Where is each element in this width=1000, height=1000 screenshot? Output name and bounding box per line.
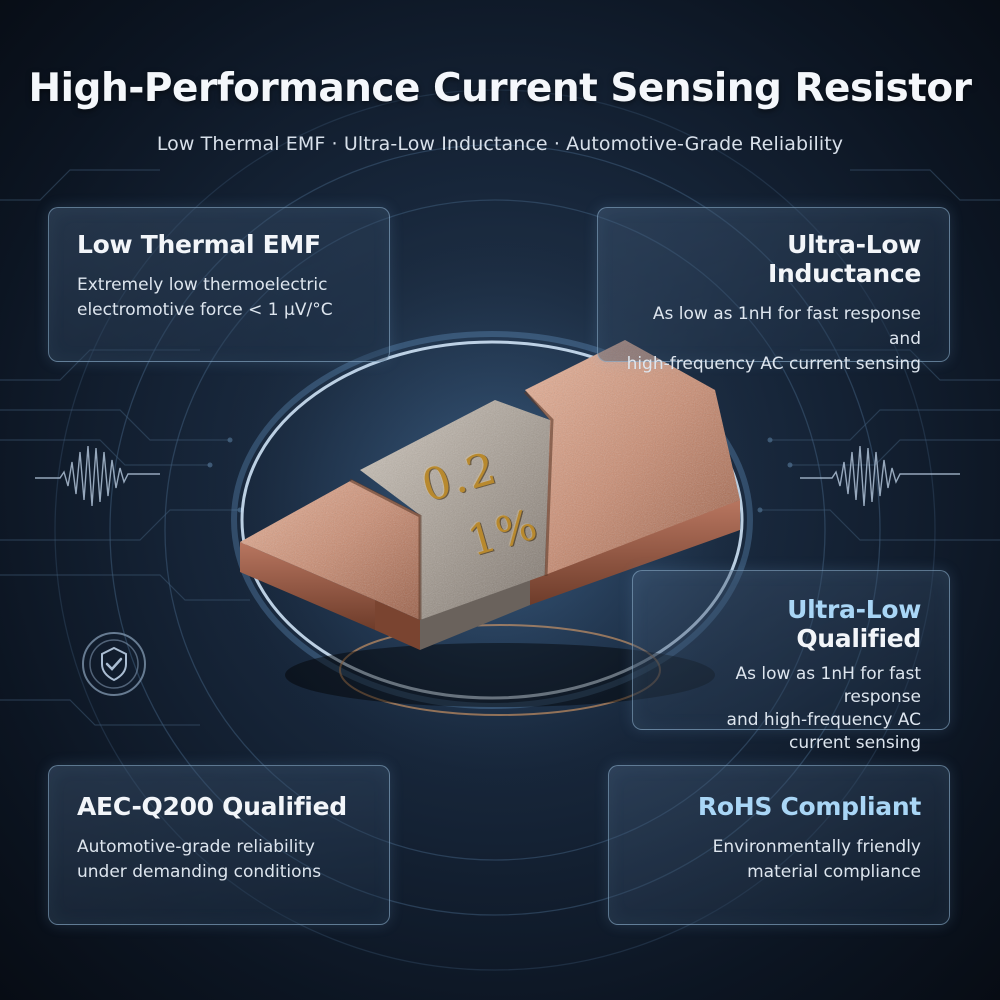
card-description: As low as 1nH for fast response and high… bbox=[661, 663, 921, 755]
feature-card-low-thermal-emf: Low Thermal EMF Extremely low thermoelec… bbox=[48, 207, 390, 362]
card-desc-line: As low as 1nH for fast response and bbox=[652, 304, 921, 349]
warm-glow-ring bbox=[339, 624, 661, 716]
card-desc-line: high-frequency AC current sensing bbox=[626, 354, 921, 374]
card-title: Low Thermal EMF bbox=[77, 230, 321, 259]
card-description: Environmentally friendly material compli… bbox=[637, 835, 921, 885]
card-desc-line: Environmentally friendly bbox=[712, 837, 921, 857]
card-description: As low as 1nH for fast response and high… bbox=[626, 302, 921, 377]
feature-card-rohs-compliant: RoHS Compliant Environmentally friendly … bbox=[608, 765, 950, 925]
waveform-icon bbox=[35, 445, 160, 507]
resistor-illustration: 0.2 1% bbox=[230, 330, 750, 730]
card-title-accent: Ultra-Low bbox=[787, 595, 921, 624]
feature-card-ultra-low-inductance: Ultra-Low Inductance As low as 1nH for f… bbox=[597, 207, 950, 374]
glow-ring-outer bbox=[231, 331, 753, 709]
card-desc-line: electromotive force < 1 μV/°C bbox=[77, 300, 333, 320]
card-description: Automotive-grade reliability under deman… bbox=[77, 835, 361, 885]
card-desc-line: As low as 1nH for fast response bbox=[735, 664, 921, 707]
feature-card-aec-q200: AEC-Q200 Qualified Automotive-grade reli… bbox=[48, 765, 390, 925]
card-desc-line: under demanding conditions bbox=[77, 862, 322, 882]
card-title-rest: Qualified bbox=[796, 624, 921, 653]
card-title: Ultra-Low Qualified bbox=[661, 595, 921, 653]
card-desc-line: material compliance bbox=[747, 862, 921, 882]
card-title: AEC-Q200 Qualified bbox=[77, 792, 347, 821]
resistor-graphic bbox=[240, 340, 740, 707]
card-title: Ultra-Low Inductance bbox=[767, 230, 921, 288]
check-shield-icon bbox=[82, 632, 146, 696]
concentric-rings bbox=[54, 89, 936, 971]
page-title: High-Performance Current Sensing Resisto… bbox=[28, 66, 972, 111]
header: High-Performance Current Sensing Resisto… bbox=[0, 66, 1000, 155]
waveform-icon bbox=[800, 445, 960, 507]
glow-ring bbox=[240, 340, 744, 700]
card-desc-line: Extremely low thermoelectric bbox=[77, 275, 328, 295]
card-description: Extremely low thermoelectric electromoti… bbox=[77, 273, 361, 323]
feature-card-ultra-low-qualified: Ultra-Low Qualified As low as 1nH for fa… bbox=[632, 570, 950, 753]
page-subtitle: Low Thermal EMF · Ultra-Low Inductance ·… bbox=[156, 133, 844, 155]
card-desc-line: and high-frequency AC bbox=[726, 710, 921, 730]
card-desc-line: Automotive-grade reliability bbox=[77, 837, 315, 857]
card-desc-line: current sensing bbox=[789, 733, 921, 753]
card-title: RoHS Compliant bbox=[697, 792, 921, 821]
